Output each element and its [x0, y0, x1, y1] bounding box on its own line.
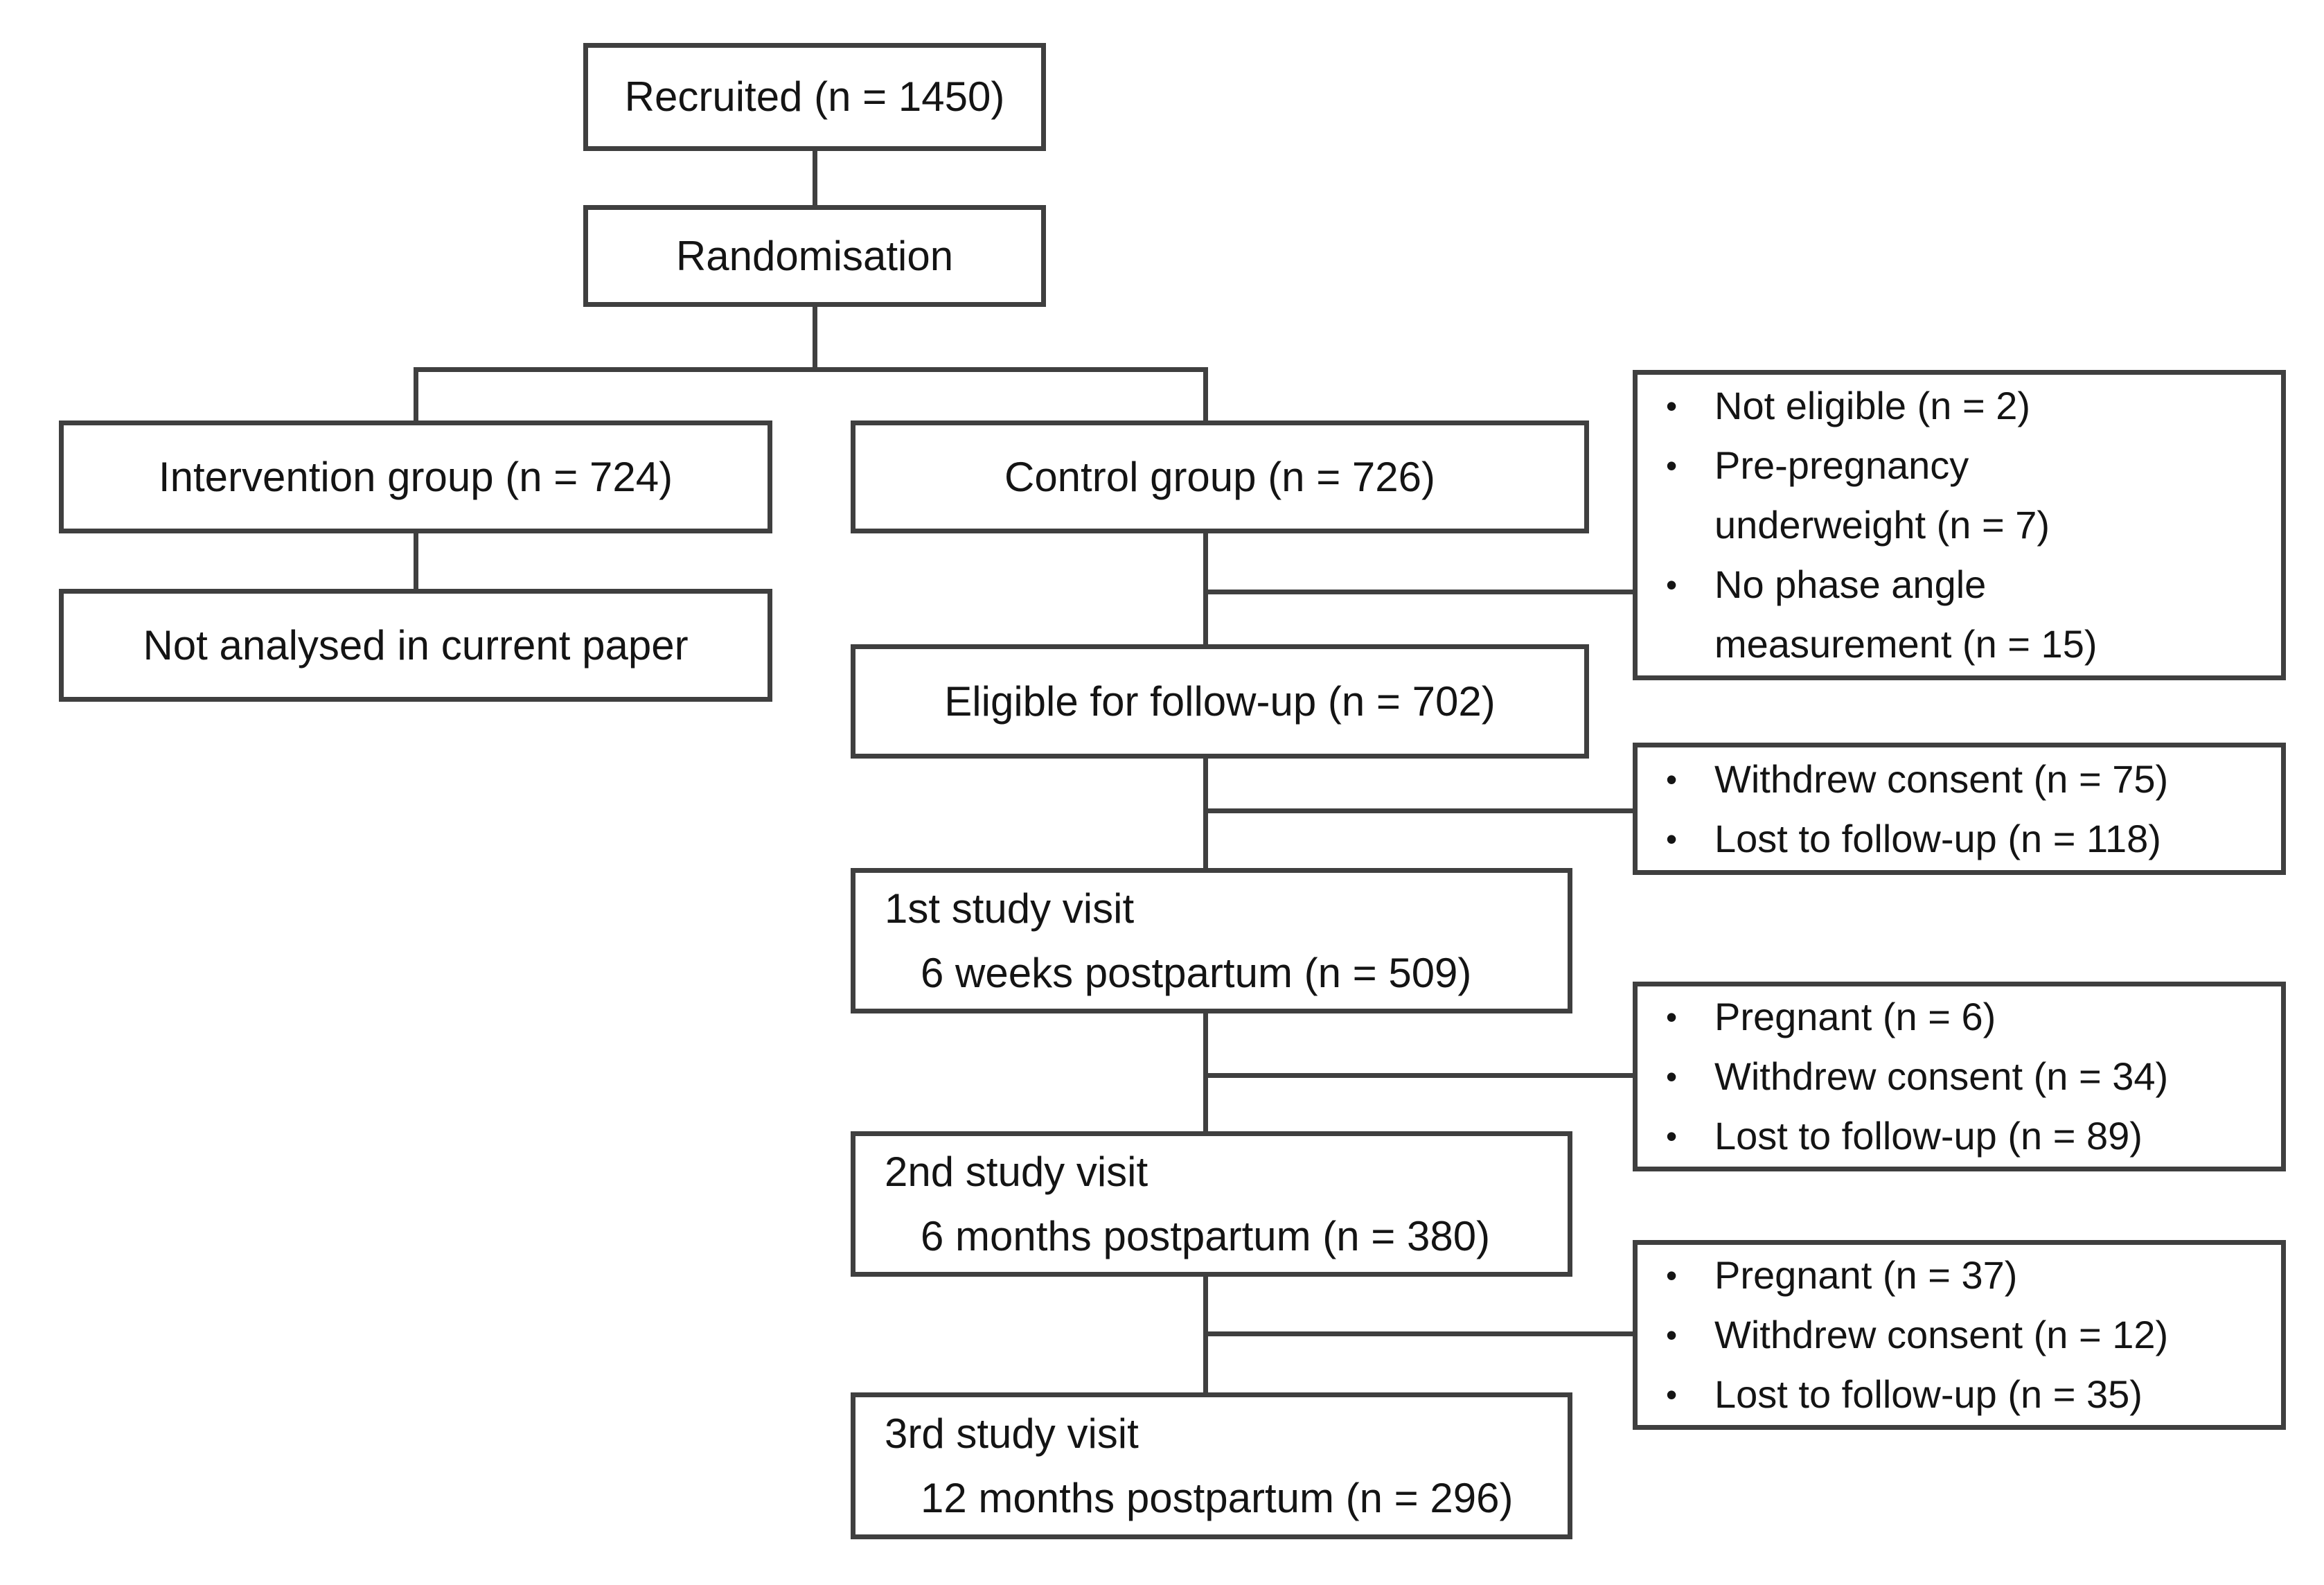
exclusions-before-visit1-box: • Withdrew consent (n = 75) • Lost to fo…	[1633, 743, 2286, 875]
exclusion-item: • Pregnant (n = 37)	[1666, 1246, 2267, 1305]
exclusion-item: • Lost to follow-up (n = 118)	[1666, 809, 2267, 869]
exclusion-text-cont: measurement (n = 15)	[1714, 622, 2097, 666]
visit2-title: 2nd study visit	[885, 1149, 1148, 1195]
control-group-box: Control group (n = 726)	[851, 420, 1589, 533]
bullet-icon: •	[1666, 388, 1678, 424]
bullet-icon: •	[1666, 820, 1678, 857]
exclusion-text: Withdrew consent (n = 34)	[1714, 1054, 2169, 1098]
bullet-icon: •	[1666, 567, 1678, 603]
randomisation-label: Randomisation	[675, 232, 954, 279]
exclusion-text: Pregnant (n = 37)	[1714, 1253, 2018, 1297]
exclusion-item: • Pregnant (n = 6)	[1666, 987, 2267, 1047]
exclusion-text: Withdrew consent (n = 12)	[1714, 1313, 2169, 1356]
exclusion-text: Lost to follow-up (n = 35)	[1714, 1372, 2143, 1416]
connector-branch-exclusions-before-visit3	[1203, 1331, 1638, 1336]
control-group-label: Control group (n = 726)	[1004, 453, 1436, 500]
bullet-icon: •	[1666, 761, 1678, 797]
visit3-box: 3rd study visit 12 months postpartum (n …	[851, 1392, 1572, 1539]
exclusion-item: • Withdrew consent (n = 75)	[1666, 750, 2267, 809]
visit2-box: 2nd study visit 6 months postpartum (n =…	[851, 1131, 1572, 1277]
bullet-icon: •	[1666, 1059, 1678, 1095]
exclusion-item: • Lost to follow-up (n = 89)	[1666, 1106, 2267, 1166]
exclusion-text: Lost to follow-up (n = 118)	[1714, 816, 2161, 860]
exclusion-text: Withdrew consent (n = 75)	[1714, 756, 2169, 801]
exclusion-text: Lost to follow-up (n = 89)	[1714, 1114, 2143, 1158]
exclusions-before-visit3-box: • Pregnant (n = 37) • Withdrew consent (…	[1633, 1240, 2286, 1430]
connector-eligible-to-visit1	[1203, 757, 1208, 871]
visit3-detail: 12 months postpartum (n = 296)	[921, 1475, 1514, 1521]
exclusion-item: • Lost to follow-up (n = 35)	[1666, 1365, 2267, 1424]
not-analysed-box: Not analysed in current paper	[59, 589, 772, 702]
connector-split-to-intervention	[414, 367, 418, 425]
connector-branch-exclusions-after-randomisation	[1203, 590, 1638, 594]
exclusion-item: • Pre-pregnancy underweight (n = 7)	[1666, 436, 2267, 555]
visit1-detail: 6 weeks postpartum (n = 509)	[921, 950, 1472, 996]
bullet-icon: •	[1666, 1376, 1678, 1413]
exclusion-text: Pre-pregnancy	[1714, 443, 1969, 487]
bullet-icon: •	[1666, 1317, 1678, 1353]
intervention-group-label: Intervention group (n = 724)	[158, 453, 673, 500]
randomisation-box: Randomisation	[583, 205, 1046, 307]
recruited-label: Recruited (n = 1450)	[624, 73, 1005, 120]
visit1-box: 1st study visit 6 weeks postpartum (n = …	[851, 868, 1572, 1013]
connector-branch-exclusions-before-visit2	[1203, 1073, 1638, 1078]
eligible-label: Eligible for follow-up (n = 702)	[944, 678, 1496, 725]
bullet-icon: •	[1666, 448, 1678, 484]
visit1-title: 1st study visit	[885, 885, 1135, 932]
exclusion-item: • No phase angle measurement (n = 15)	[1666, 555, 2267, 674]
exclusion-text: Pregnant (n = 6)	[1714, 995, 1996, 1038]
intervention-group-box: Intervention group (n = 724)	[59, 420, 772, 533]
connector-split-horizontal	[414, 367, 1208, 372]
exclusions-after-randomisation-box: • Not eligible (n = 2) • Pre-pregnancy u…	[1633, 370, 2286, 680]
connector-intervention-to-not-analysed	[414, 532, 418, 592]
exclusion-item: • Withdrew consent (n = 12)	[1666, 1305, 2267, 1365]
connector-split-to-control	[1203, 367, 1208, 425]
exclusion-item: • Withdrew consent (n = 34)	[1666, 1047, 2267, 1106]
connector-recruited-to-randomisation	[813, 151, 817, 205]
connector-branch-exclusions-before-visit1	[1203, 808, 1638, 813]
exclusion-text: No phase angle	[1714, 563, 1987, 606]
visit2-detail: 6 months postpartum (n = 380)	[921, 1213, 1491, 1259]
exclusion-text: Not eligible (n = 2)	[1714, 384, 2031, 427]
bullet-icon: •	[1666, 999, 1678, 1035]
not-analysed-label: Not analysed in current paper	[143, 621, 689, 668]
exclusion-item: • Not eligible (n = 2)	[1666, 376, 2267, 436]
recruited-box: Recruited (n = 1450)	[583, 43, 1046, 151]
connector-randomisation-to-split	[813, 307, 817, 369]
eligible-box: Eligible for follow-up (n = 702)	[851, 644, 1589, 759]
visit3-title: 3rd study visit	[885, 1410, 1139, 1457]
bullet-icon: •	[1666, 1257, 1678, 1293]
exclusions-before-visit2-box: • Pregnant (n = 6) • Withdrew consent (n…	[1633, 982, 2286, 1171]
bullet-icon: •	[1666, 1118, 1678, 1154]
exclusion-text-cont: underweight (n = 7)	[1714, 503, 2050, 547]
